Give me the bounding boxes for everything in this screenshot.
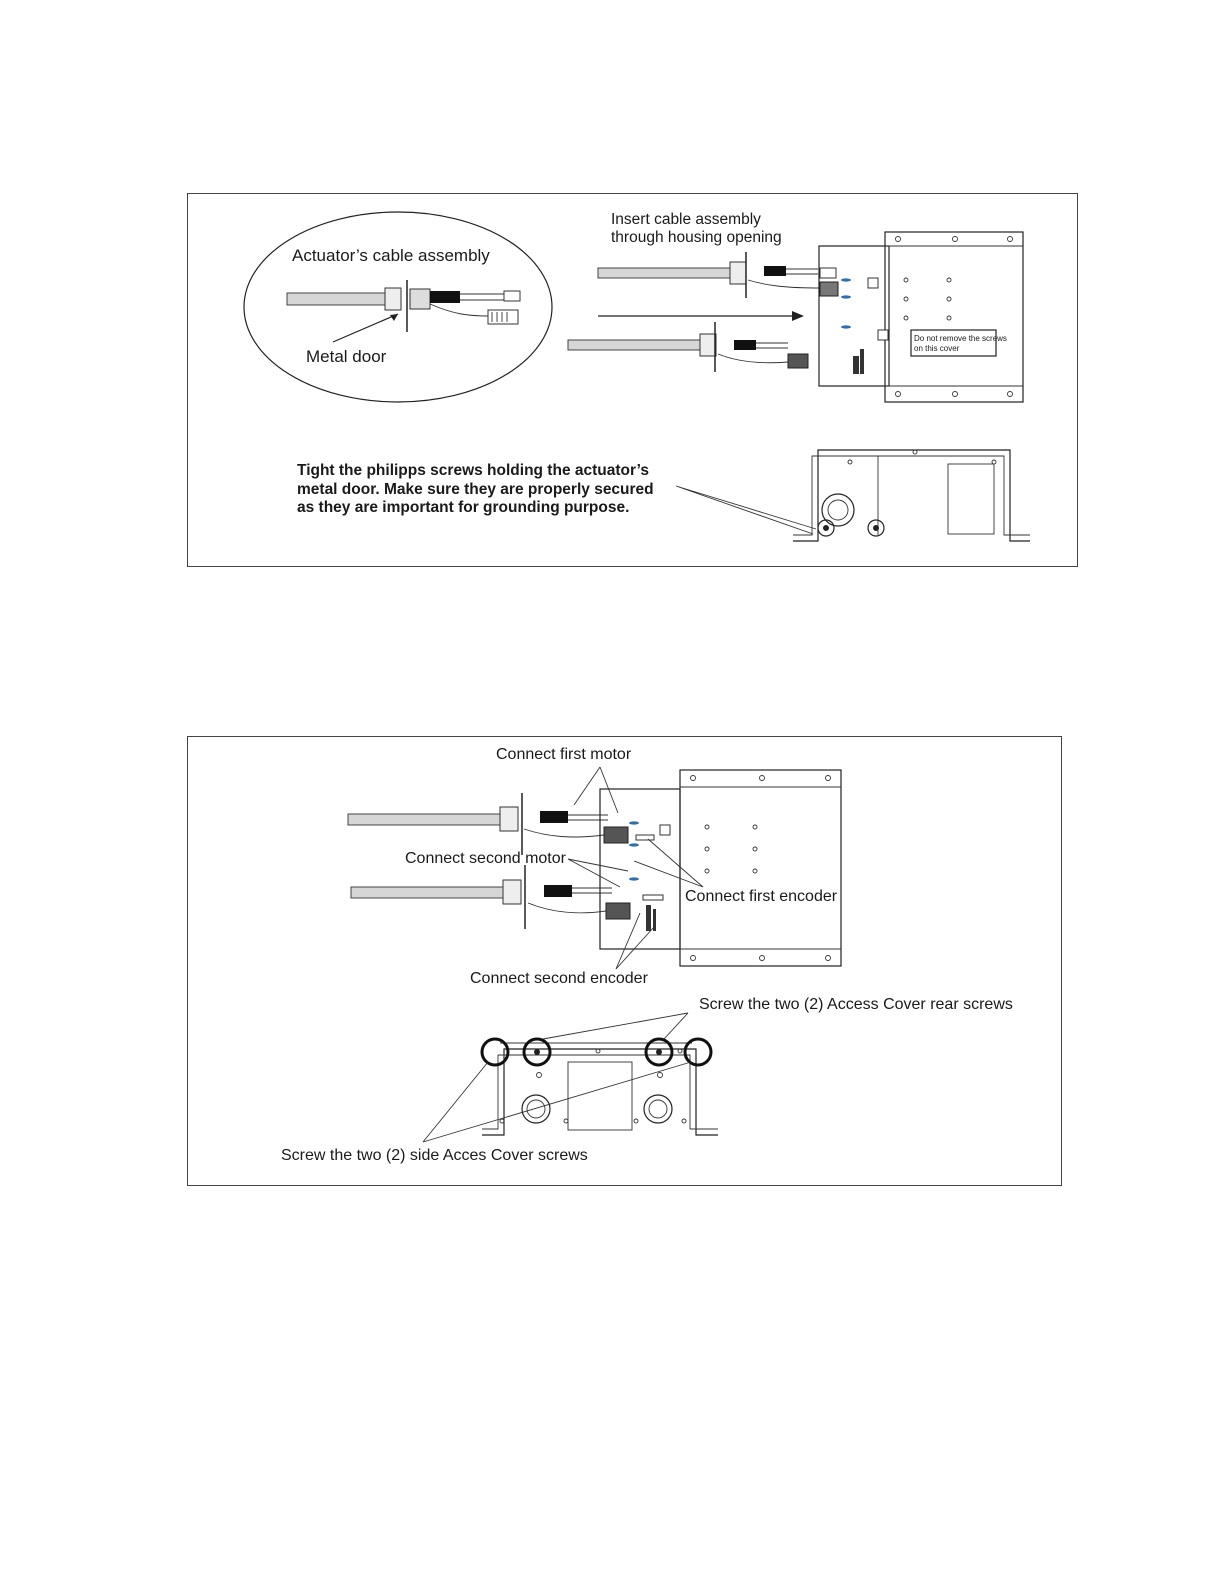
figure-motor-encoder-connection: Connect first motor Connect second motor… [187,736,1062,1186]
callout-metal-door-label: Metal door [306,347,387,366]
upper-cable [597,252,821,298]
connection-diagram: Connect first motor Connect second motor… [281,746,1013,1164]
tighten-instruction-line1: Tight the philipps screws holding the ac… [297,462,649,479]
housing-side-view [793,449,1030,542]
insert-instruction-line1: Insert cable assembly [611,211,761,228]
first-motor-cable [347,793,629,855]
callout-cable-assembly-label: Actuator’s cable assembly [292,246,490,265]
connect-second-encoder-label: Connect second encoder [470,970,649,987]
housing-top-view-2 [599,769,842,967]
side-screws-label: Screw the two (2) side Acces Cover screw… [281,1147,588,1164]
housing-side-view-2 [482,1042,718,1136]
lower-cable [567,322,809,372]
connect-second-motor-label: Connect second motor [405,850,567,867]
connect-first-motor-label: Connect first motor [496,746,632,763]
tighten-instruction-line3: as they are important for grounding purp… [297,499,629,516]
cable-assembly-detail [286,280,521,332]
cover-warning-line2: on this cover [914,344,960,353]
second-motor-cable [350,865,631,929]
cover-warning-line1: Do not remove the screws [914,334,1007,343]
figure-cable-insertion: Actuator’s cable assembly Metal door Ins… [187,193,1078,567]
housing-top-view: Do not remove the screws on this cover [818,231,1024,403]
tighten-instruction-line2: metal door. Make sure they are properly … [297,481,654,498]
detail-ellipse [243,211,553,403]
rear-screws-label: Screw the two (2) Access Cover rear scre… [699,996,1013,1013]
cover-warning-box [910,329,997,357]
connect-first-encoder-label: Connect first encoder [685,888,838,905]
cable-insertion-diagram: Actuator’s cable assembly Metal door Ins… [243,211,1030,542]
insert-instruction-line2: through housing opening [611,229,782,246]
highlighted-screws [480,1037,713,1067]
